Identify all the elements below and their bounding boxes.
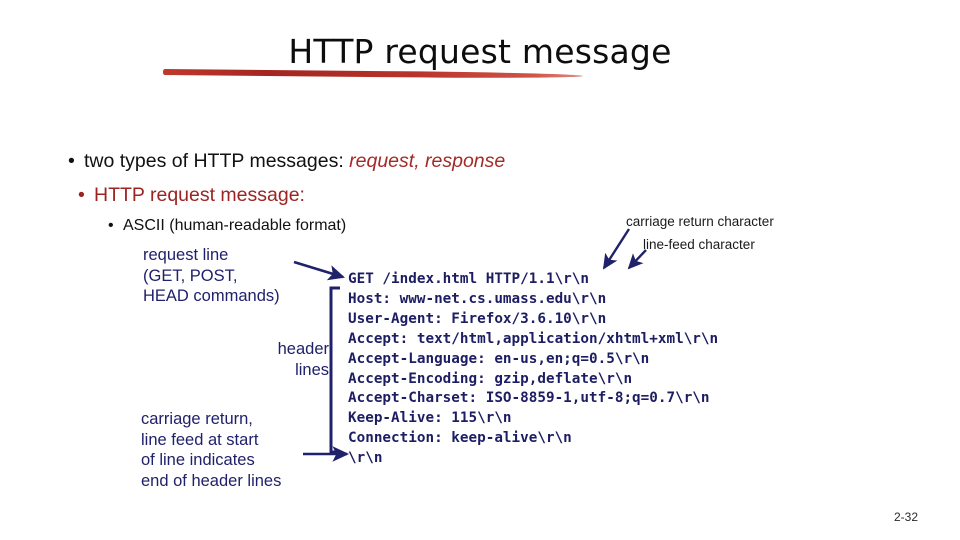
- bracket-header-lines: [329, 286, 340, 454]
- bullet-ascii-format-text: ASCII (human-readable format): [123, 217, 347, 234]
- page-title: HTTP request message: [288, 32, 672, 71]
- page-number: 2-32: [893, 510, 918, 524]
- bullet-dot-icon: •: [108, 217, 114, 234]
- arrow-request-line: [293, 260, 345, 281]
- bullet-two-types-text: two types of HTTP messages:: [84, 150, 350, 172]
- annotation-request-line: request line (GET, POST, HEAD commands): [143, 246, 280, 305]
- annotation-crlf-end-of-headers: carriage return, line feed at start of l…: [141, 410, 282, 490]
- annotation-line-feed-character: line-feed character: [643, 237, 755, 252]
- bullet-dot-icon: •: [78, 184, 85, 206]
- bullet-two-types-emphasis: request, response: [349, 150, 506, 172]
- bullet-two-types: • two types of HTTP messages: request, re…: [68, 150, 505, 173]
- bullet-http-request-message: • HTTP request message:: [78, 184, 305, 207]
- arrow-carriage-return-character: [602, 228, 631, 270]
- bullet-dot-icon: •: [68, 150, 75, 172]
- bullet-http-request-message-text: HTTP request message:: [94, 184, 305, 206]
- arrow-line-feed-character: [627, 249, 647, 270]
- annotation-carriage-return-character: carriage return character: [626, 214, 774, 229]
- annotation-header-lines: header lines: [277, 340, 329, 379]
- http-request-message-block: GET /index.html HTTP/1.1\r\n Host: www-n…: [348, 271, 719, 467]
- bullet-ascii-format: • ASCII (human-readable format): [108, 217, 346, 235]
